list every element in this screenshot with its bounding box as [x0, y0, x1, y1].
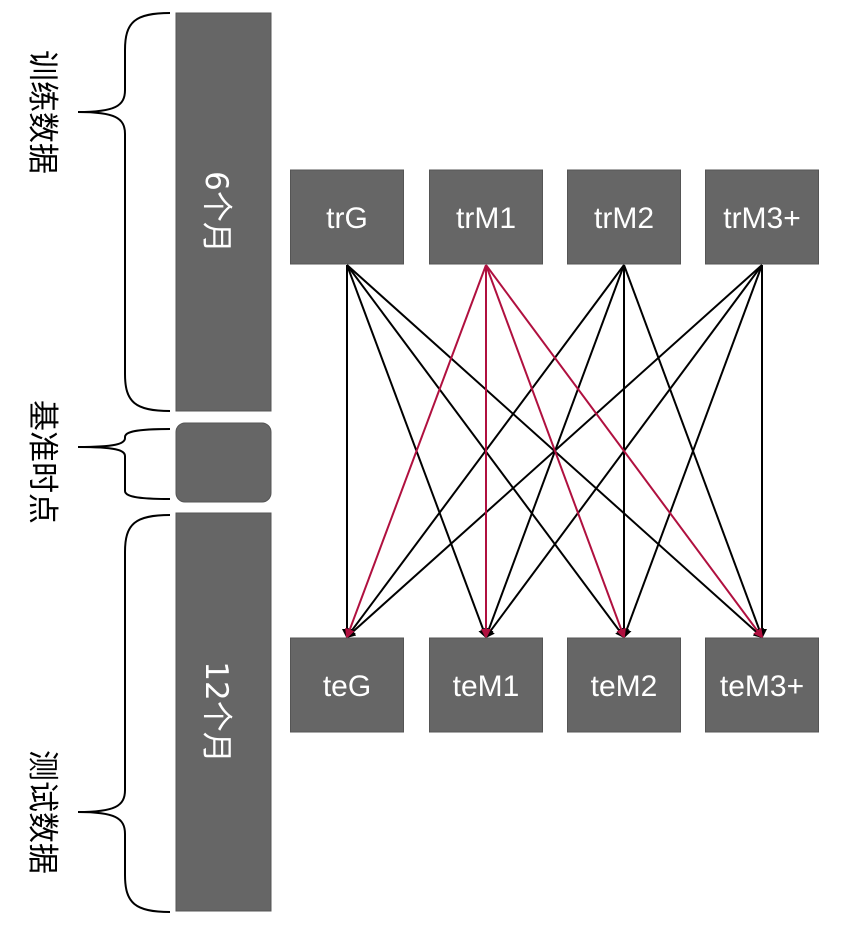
- train-node-box: [290, 169, 404, 265]
- test-node-label: teM2: [591, 670, 658, 703]
- edge-trm1-to-teg: [345, 264, 487, 639]
- train-period-label: 6个月: [198, 171, 234, 253]
- test-data-label: 测试数据: [24, 750, 60, 874]
- train-brace: [77, 12, 171, 412]
- train-node-label: trG: [326, 202, 368, 235]
- train-node-trg: trG: [290, 169, 404, 265]
- test-period-bar: [175, 512, 272, 912]
- timeline: 6个月 12个月: [175, 12, 272, 912]
- side-labels: 训练数据 基准时点 测试数据: [24, 50, 60, 874]
- baseline-brace: [77, 428, 171, 500]
- state-nodes: trG trM1 trM2 trM3+ teG teM1 teM2 teM3+: [290, 169, 819, 733]
- train-data-label: 训练数据: [24, 50, 60, 174]
- train-node-label: trM2: [594, 202, 654, 235]
- train-node-label: trM1: [456, 202, 516, 235]
- test-node-tem2: teM2: [567, 637, 681, 733]
- transition-edges: [342, 264, 767, 639]
- baseline-label: 基准时点: [24, 400, 60, 524]
- test-node-box: [429, 637, 543, 733]
- train-node-label: trM3+: [723, 202, 801, 235]
- test-node-label: teG: [323, 670, 371, 703]
- test-node-box: [567, 637, 681, 733]
- baseline-bar: [175, 422, 272, 503]
- edge-trm1-to-tem3plus: [485, 264, 764, 639]
- edge-trm1-to-tem2: [485, 264, 626, 639]
- test-node-tem1: teM1: [429, 637, 543, 733]
- test-node-tem3plus: teM3+: [705, 637, 819, 733]
- edge-trm3plus-to-tem2: [622, 264, 763, 639]
- train-node-trm3plus: trM3+: [705, 169, 819, 265]
- train-node-box: [567, 169, 681, 265]
- train-period-bar: [175, 12, 272, 412]
- test-brace: [77, 514, 171, 913]
- test-node-box: [705, 637, 819, 733]
- train-node-trm2: trM2: [567, 169, 681, 265]
- train-node-box: [705, 169, 819, 265]
- train-node-trm1: trM1: [429, 169, 543, 265]
- train-node-box: [429, 169, 543, 265]
- braces: [77, 12, 171, 913]
- test-node-teg: teG: [290, 637, 404, 733]
- test-node-label: teM1: [453, 670, 520, 703]
- test-node-box: [290, 637, 404, 733]
- test-period-label: 12个月: [198, 661, 234, 762]
- test-node-label: teM3+: [720, 670, 804, 703]
